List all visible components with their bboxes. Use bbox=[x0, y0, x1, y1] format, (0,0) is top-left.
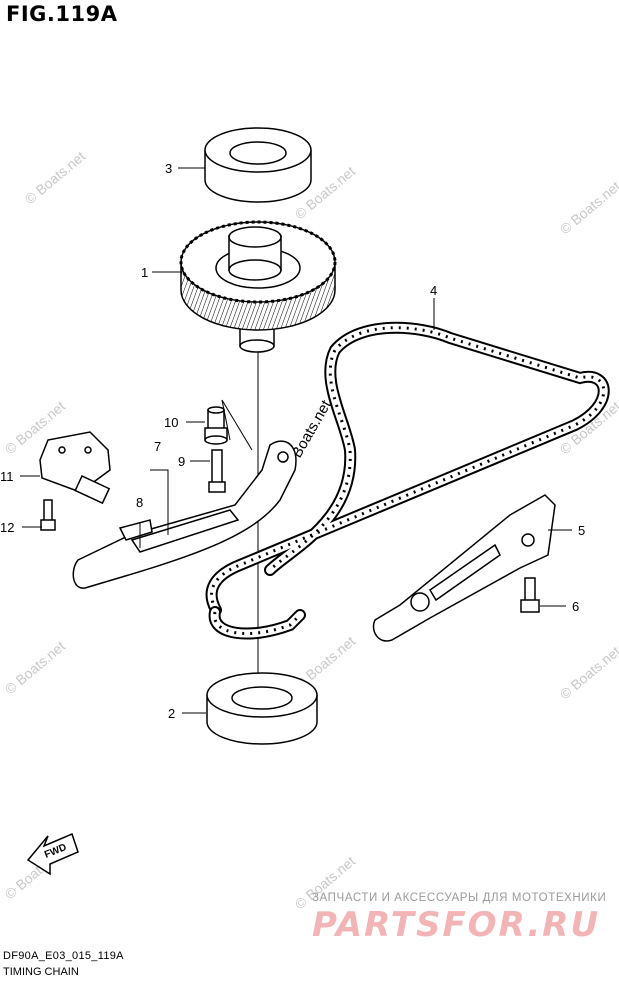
callout-12: 12 bbox=[0, 520, 14, 535]
figure-title: FIG.119A bbox=[6, 2, 118, 26]
callout-4: 4 bbox=[430, 283, 437, 298]
part-1-crank-gear[interactable] bbox=[179, 220, 337, 353]
part-12-bolt[interactable] bbox=[40, 499, 56, 531]
part-4-timing-chain[interactable] bbox=[205, 321, 610, 640]
part-9-bolt[interactable] bbox=[208, 449, 226, 493]
watermark-text: © Boats.net bbox=[22, 148, 89, 207]
part-7-tensioner-arm[interactable] bbox=[72, 440, 297, 589]
callouts: 3 1 4 10 7 9 11 8 12 5 6 2 bbox=[0, 161, 585, 721]
watermark-text: © Boats.net bbox=[557, 643, 619, 702]
watermark-text: © Boats.net bbox=[2, 638, 69, 697]
diagram-name: TIMING CHAIN bbox=[3, 966, 79, 978]
part-3-upper-bearing[interactable] bbox=[204, 127, 312, 203]
callout-6: 6 bbox=[572, 599, 579, 614]
watermark-text: © Boats.net bbox=[557, 178, 619, 237]
callout-9: 9 bbox=[178, 454, 185, 469]
part-10-collar[interactable] bbox=[204, 406, 228, 445]
callout-5: 5 bbox=[578, 523, 585, 538]
callout-2: 2 bbox=[168, 706, 175, 721]
callout-1: 1 bbox=[141, 265, 148, 280]
callout-10: 10 bbox=[164, 415, 178, 430]
part-5-chain-guide[interactable] bbox=[372, 494, 556, 642]
callout-7: 7 bbox=[154, 439, 161, 454]
leader-lines bbox=[20, 167, 572, 714]
callout-3: 3 bbox=[165, 161, 172, 176]
part-2-lower-bearing[interactable] bbox=[206, 672, 318, 745]
callout-8: 8 bbox=[136, 495, 143, 510]
callout-11: 11 bbox=[0, 469, 14, 484]
promo-text: ЗАПЧАСТИ И АКСЕССУАРЫ ДЛЯ МОТОТЕХНИКИ bbox=[312, 892, 607, 904]
diagram-code: DF90A_E03_015_119A bbox=[3, 950, 124, 962]
part-11-tensioner[interactable] bbox=[39, 431, 111, 505]
partsfor-logo: PARTSFOR.RU bbox=[312, 905, 601, 945]
part-6-bolt[interactable] bbox=[520, 577, 540, 613]
fwd-arrow-icon: FWD bbox=[26, 832, 79, 876]
